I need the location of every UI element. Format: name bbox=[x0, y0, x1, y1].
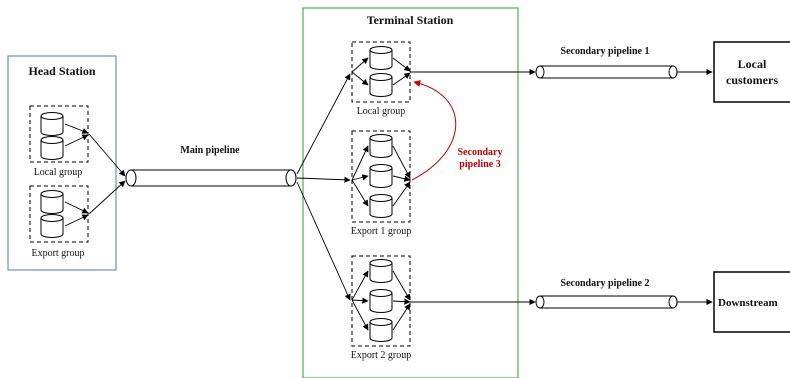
head-local-group-frame bbox=[29, 105, 89, 163]
local-customers-label-line2: customers bbox=[726, 73, 778, 87]
secondary-pipeline-2: Secondary pipeline 2 bbox=[410, 278, 713, 309]
main-pipeline: Main pipeline bbox=[125, 145, 297, 187]
tank-icon bbox=[40, 112, 64, 136]
tank-icon bbox=[369, 289, 393, 313]
tank-icon bbox=[40, 214, 64, 238]
secondary-pipeline-3-label-line1: Secondary bbox=[458, 147, 503, 158]
terminal-export2-group-frame bbox=[351, 255, 411, 347]
terminal-export2-group-label: Export 2 group bbox=[351, 350, 412, 361]
secondary-pipeline-2-label: Secondary pipeline 2 bbox=[561, 278, 650, 289]
tank-icon bbox=[369, 318, 393, 342]
head-station-frame bbox=[7, 55, 117, 271]
secondary-pipeline-1: Secondary pipeline 1 bbox=[410, 46, 713, 79]
terminal-local-group-label: Local group bbox=[357, 106, 406, 117]
terminal-station-title: Terminal Station bbox=[367, 13, 454, 27]
secondary-pipeline-3-label-line2: pipeline 3 bbox=[459, 159, 500, 170]
secondary-pipeline-3-arrow bbox=[411, 80, 457, 181]
head-local-group-label: Local group bbox=[34, 167, 83, 178]
main-pipeline-label: Main pipeline bbox=[180, 145, 240, 156]
tank-icon bbox=[369, 134, 393, 158]
tank-icon bbox=[40, 136, 64, 160]
terminal-export1-group-frame bbox=[351, 130, 411, 223]
terminal-export1-group-label: Export 1 group bbox=[351, 226, 412, 237]
head-station: Head Station Local group Export group bbox=[7, 55, 126, 271]
terminal-station-frame bbox=[302, 7, 519, 378]
downstream-label: Downstream bbox=[718, 297, 778, 309]
head-station-title: Head Station bbox=[28, 64, 95, 78]
head-export-group-frame bbox=[29, 185, 89, 243]
tank-icon bbox=[369, 194, 393, 218]
tank-icon bbox=[369, 46, 393, 70]
local-customers-box: Local customers bbox=[713, 41, 790, 103]
tank-icon bbox=[369, 164, 393, 188]
tank-icon bbox=[369, 73, 393, 97]
secondary-pipeline-1-label: Secondary pipeline 1 bbox=[561, 46, 650, 57]
terminal-station: Terminal Station Local group Export 1 gr… bbox=[296, 7, 519, 378]
tank-icon bbox=[40, 190, 64, 214]
local-customers-label-line1: Local bbox=[738, 57, 767, 71]
downstream-box: Downstream bbox=[713, 271, 790, 333]
tank-icon bbox=[369, 259, 393, 283]
head-export-group-label: Export group bbox=[31, 248, 84, 259]
